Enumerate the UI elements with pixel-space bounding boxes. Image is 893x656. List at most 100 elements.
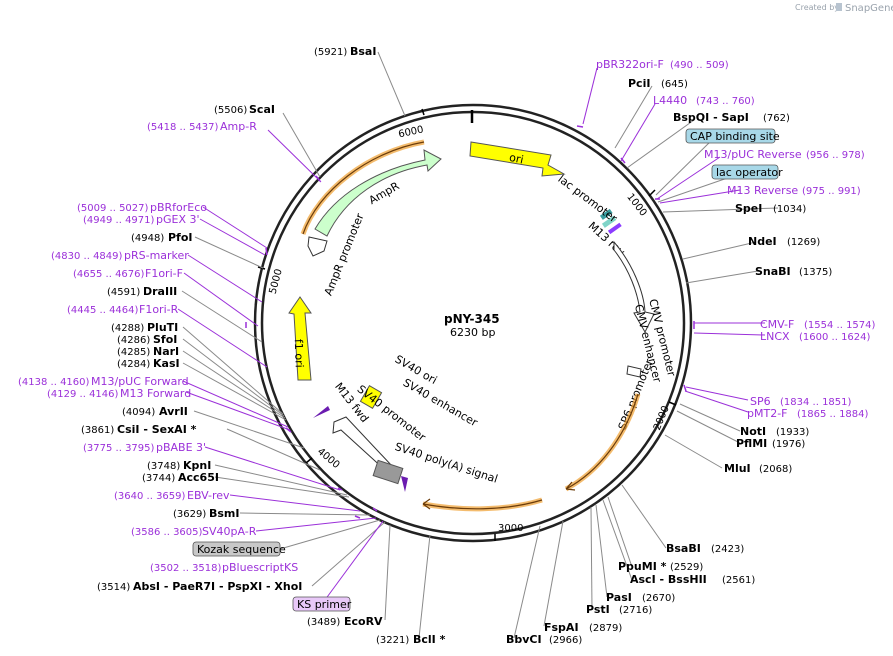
site-sfoi-pos: (4286) — [117, 335, 150, 346]
site-fspai-name: FspAI — [544, 621, 579, 634]
kozak-sequence-box[interactable]: Kozak sequence — [192, 541, 286, 557]
snapgene-logo-icon — [836, 3, 842, 11]
primer-pgex3-name: pGEX 3' — [156, 213, 200, 226]
primer-pbr322ori-name: pBR322ori-F — [596, 58, 664, 71]
sp6-orange-arc-line — [565, 393, 639, 491]
primer-ebvrev-range: (3640 .. 3659) — [114, 491, 186, 502]
primer-m13fwd-name: M13 Forward — [120, 387, 191, 400]
site-noti-name: NotI — [740, 425, 766, 438]
site-bspqi-name: BspQI - SapI — [673, 111, 749, 124]
cap-binding-site-box[interactable]: CAP binding site — [685, 128, 780, 144]
primer-m13fwd-range: (4129 .. 4146) — [47, 389, 119, 400]
tick-2000: 2000 — [652, 401, 677, 432]
site-csii-pos: (3861) — [81, 425, 114, 436]
f1-ori-feature: f1 ori — [288, 296, 312, 381]
primer-lncx-range: (1600 .. 1624) — [799, 332, 871, 343]
primer-pbabe3-name: pBABE 3' — [156, 441, 206, 454]
site-kpni-name: KpnI — [183, 459, 211, 472]
site-bspqi-pos: (762) — [763, 113, 790, 124]
primer-pbrforeco-range: (5009 .. 5027) — [77, 203, 149, 214]
primer-lncx-name: LNCX — [760, 330, 790, 343]
primer-pmt2f-name: pMT2-F — [747, 407, 788, 420]
primer-pgex3-range: (4949 .. 4971) — [83, 215, 155, 226]
primer-cmvf-range: (1554 .. 1574) — [804, 320, 876, 331]
site-mlui-pos: (2068) — [759, 464, 792, 475]
site-pflmi-name: PflMI — [736, 437, 767, 450]
site-avrii-name: AvrII — [159, 405, 188, 418]
primer-ampr-name: Amp-R — [220, 120, 257, 133]
site-ecorv-name: EcoRV — [344, 615, 383, 628]
site-pfoi-pos: (4948) — [131, 233, 164, 244]
site-kasi-pos: (4284) — [117, 359, 150, 370]
site-bcli-name: BclI * — [413, 633, 446, 646]
primer-pmt2f-range: (1865 .. 1884) — [797, 409, 869, 420]
primer-pbrforeco-name: pBRforEco — [150, 201, 207, 214]
site-absi-pos: (3514) — [97, 582, 130, 593]
primer-pbabe3-range: (3775 .. 3795) — [83, 443, 155, 454]
sv40-ori-feature: SV40 ori SV40 enhancer — [359, 353, 480, 429]
svg-text:1000: 1000 — [624, 192, 648, 219]
svg-text:lac promoter: lac promoter — [555, 172, 619, 225]
site-kpni-pos: (3748) — [147, 461, 180, 472]
primer-f1orir-range: (4445 .. 4464) — [67, 305, 139, 316]
site-ppumi-name: PpuMI * — [618, 560, 667, 573]
site-draiii-name: DraIII — [143, 285, 177, 298]
site-pflmi-pos: (1976) — [772, 439, 805, 450]
primer-m13-rev-range: (975 .. 991) — [802, 186, 861, 197]
site-ndei-pos: (1269) — [787, 237, 820, 248]
site-ndei-name: NdeI — [748, 235, 777, 248]
ampr-promoter-feature: AmpR promoter — [307, 211, 367, 297]
site-pasi-name: PasI — [606, 591, 632, 604]
site-bsmi-name: BsmI — [209, 507, 240, 520]
site-pfoi-name: PfoI — [168, 231, 193, 244]
site-spei-pos: (1034) — [773, 204, 806, 215]
primer-cmvf-name: CMV-F — [760, 318, 794, 331]
site-bsmi-pos: (3629) — [173, 509, 206, 520]
lac-operator-box[interactable]: lac operator — [711, 164, 783, 180]
primer-f1orif-name: F1ori-F — [145, 267, 183, 280]
svg-text:5000: 5000 — [268, 268, 285, 295]
primer-sv40par-range: (3586 .. 3605) — [131, 527, 203, 538]
primer-sv40par-name: SV40pA-R — [202, 525, 257, 538]
site-psti-pos: (2716) — [619, 605, 652, 616]
site-sfoi-name: SfoI — [153, 333, 177, 346]
primer-markers — [245, 125, 695, 519]
primer-m13-rev-name: M13 Reverse — [727, 184, 798, 197]
tick-4000: 4000 — [305, 446, 342, 471]
svg-text:6000: 6000 — [397, 124, 424, 140]
site-pasi-pos: (2670) — [642, 593, 675, 604]
leader-lines — [177, 51, 779, 639]
site-ppumi-pos: (2529) — [670, 562, 703, 573]
site-bsabi-name: BsaBI — [666, 542, 701, 555]
site-avrii-pos: (4094) — [122, 407, 155, 418]
site-scai-name: ScaI — [249, 103, 275, 116]
primer-pbluescriptks-name: pBluescriptKS — [222, 561, 298, 574]
svg-text:Kozak sequence: Kozak sequence — [197, 543, 286, 556]
primer-pbr322ori-range: (490 .. 509) — [670, 60, 729, 71]
primer-ampr-range: (5418 .. 5437) — [147, 122, 219, 133]
site-spei-name: SpeI — [735, 202, 762, 215]
primer-l4440-name: L4440 — [653, 94, 687, 107]
primer-f1orir-name: F1ori-R — [139, 303, 179, 316]
sv40-polya-feature: SV40 poly(A) signal — [372, 440, 499, 492]
primer-prsmarker-name: pRS-marker — [124, 249, 189, 262]
site-pluti-pos: (4288) — [111, 323, 144, 334]
site-bsai-pos: (5921) — [314, 47, 347, 58]
lower-orange-arc-line — [422, 498, 543, 510]
svg-text:lac operator: lac operator — [716, 166, 783, 179]
site-csii-name: CsiI - SexAI * — [117, 423, 197, 436]
ks-primer-box[interactable]: KS primer — [292, 596, 352, 612]
site-nari-pos: (4285) — [117, 347, 150, 358]
site-fspai-pos: (2879) — [589, 623, 622, 634]
site-bsai-name: BsaI — [350, 45, 376, 58]
primer-sp6-range: (1834 .. 1851) — [780, 397, 852, 408]
site-snabi-name: SnaBI — [755, 265, 791, 278]
site-bbvci-name: BbvCI — [506, 633, 542, 646]
site-acc65i-name: Acc65I — [178, 471, 219, 484]
plasmid-size: 6230 bp — [450, 326, 495, 339]
primer-l4440-range: (743 .. 760) — [696, 96, 755, 107]
svg-text:ori: ori — [508, 151, 525, 167]
site-scai-pos: (5506) — [214, 105, 247, 116]
primer-ebvrev-name: EBV-rev — [187, 489, 230, 502]
